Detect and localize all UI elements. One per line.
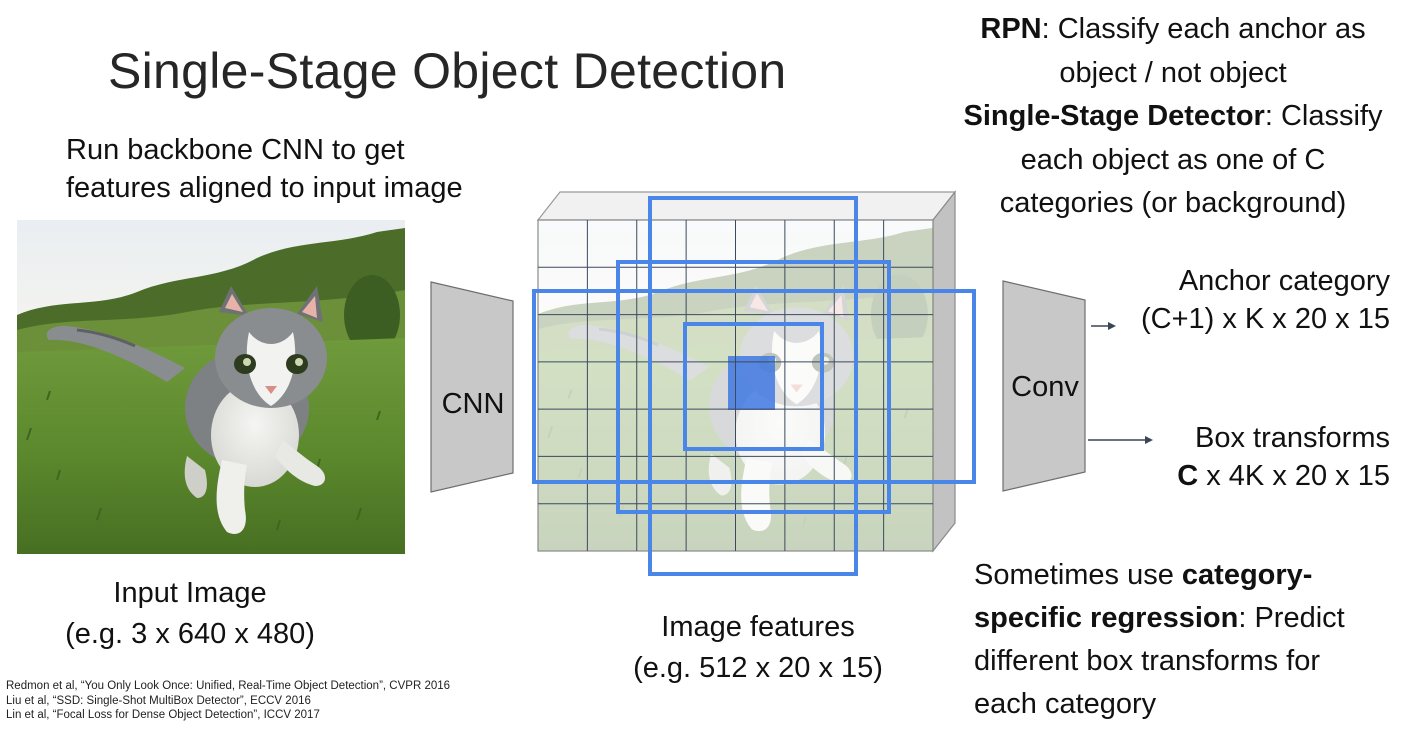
- box-output-c: C: [1177, 460, 1199, 492]
- slide-title: Single-Stage Object Detection: [108, 43, 787, 99]
- anchor-box-wide: [532, 289, 976, 484]
- backbone-caption: Run backbone CNN to get features aligned…: [66, 131, 463, 207]
- conv-label: Conv: [1011, 371, 1079, 403]
- input-caption: Input Image (e.g. 3 x 640 x 480): [30, 573, 350, 655]
- rpn-term: RPN: [980, 13, 1042, 45]
- features-caption: Image features (e.g. 512 x 20 x 15): [608, 607, 908, 689]
- feature-volume: [536, 190, 957, 553]
- regression-note-bold1: category-: [1181, 559, 1313, 591]
- anchor-boxes: [532, 196, 976, 576]
- rpn-note-line4: each object as one of C: [1020, 143, 1326, 176]
- backbone-caption-line2: features aligned to input image: [66, 172, 463, 204]
- rpn-note: RPN: Classify each anchor as object / no…: [946, 8, 1400, 226]
- rpn-note-line5: categories (or background): [999, 187, 1347, 219]
- rpn-note-line3: : Classify: [1264, 100, 1383, 132]
- regression-note-line4: each category: [974, 688, 1157, 720]
- backbone-caption-line1: Run backbone CNN to get: [66, 134, 405, 166]
- regression-note-line3: different box transforms for: [974, 645, 1321, 677]
- cnn-block: [430, 281, 514, 493]
- box-output-line1: Box transforms: [1195, 422, 1390, 454]
- regression-note-line2: : Predict: [1238, 602, 1345, 634]
- regression-note: Sometimes use category- specific regress…: [974, 554, 1345, 726]
- anchor-output-line1: Anchor category: [1178, 265, 1390, 297]
- reference-2: Liu et al, “SSD: Single-Shot MultiBox De…: [6, 694, 311, 707]
- feature-volume-side: [932, 190, 956, 553]
- box-output-line2: x 4K x 20 x 15: [1198, 460, 1390, 492]
- anchor-output-line2: (C+1) x K x 20 x 15: [1140, 303, 1390, 335]
- anchor-box-tall: [648, 196, 858, 576]
- box-arrow-head: [1145, 436, 1153, 444]
- reference-3: Lin et al, “Focal Loss for Dense Object …: [6, 709, 320, 721]
- single-stage-term: Single-Stage Detector: [963, 100, 1265, 132]
- rpn-note-line1: : Classify each anchor as: [1041, 13, 1366, 45]
- box-output: Box transforms C x 4K x 20 x 15: [1100, 419, 1390, 495]
- rpn-note-line2: object / not object: [1059, 56, 1287, 89]
- feature-grid: [538, 220, 933, 551]
- features-caption-line2: (e.g. 512 x 20 x 15): [633, 652, 883, 684]
- cnn-label: CNN: [442, 388, 505, 420]
- input-caption-line1: Input Image: [113, 577, 267, 609]
- conv-block: [1002, 280, 1086, 492]
- anchor-box-small: [683, 322, 824, 451]
- anchor-box-square-large: [616, 260, 891, 514]
- references: Redmon et al, “You Only Look Once: Unifi…: [6, 679, 450, 723]
- input-image: [17, 220, 405, 554]
- anchor-arrow-head: [1108, 322, 1116, 330]
- input-caption-line2: (e.g. 3 x 640 x 480): [65, 618, 315, 650]
- features-caption-line1: Image features: [661, 611, 855, 643]
- reference-1: Redmon et al, “You Only Look Once: Unifi…: [6, 680, 451, 692]
- anchor-output: Anchor category (C+1) x K x 20 x 15: [1100, 262, 1390, 338]
- regression-note-bold2: specific regression: [974, 602, 1239, 634]
- regression-note-line1: Sometimes use: [974, 559, 1182, 591]
- output-arrows: [1088, 322, 1153, 444]
